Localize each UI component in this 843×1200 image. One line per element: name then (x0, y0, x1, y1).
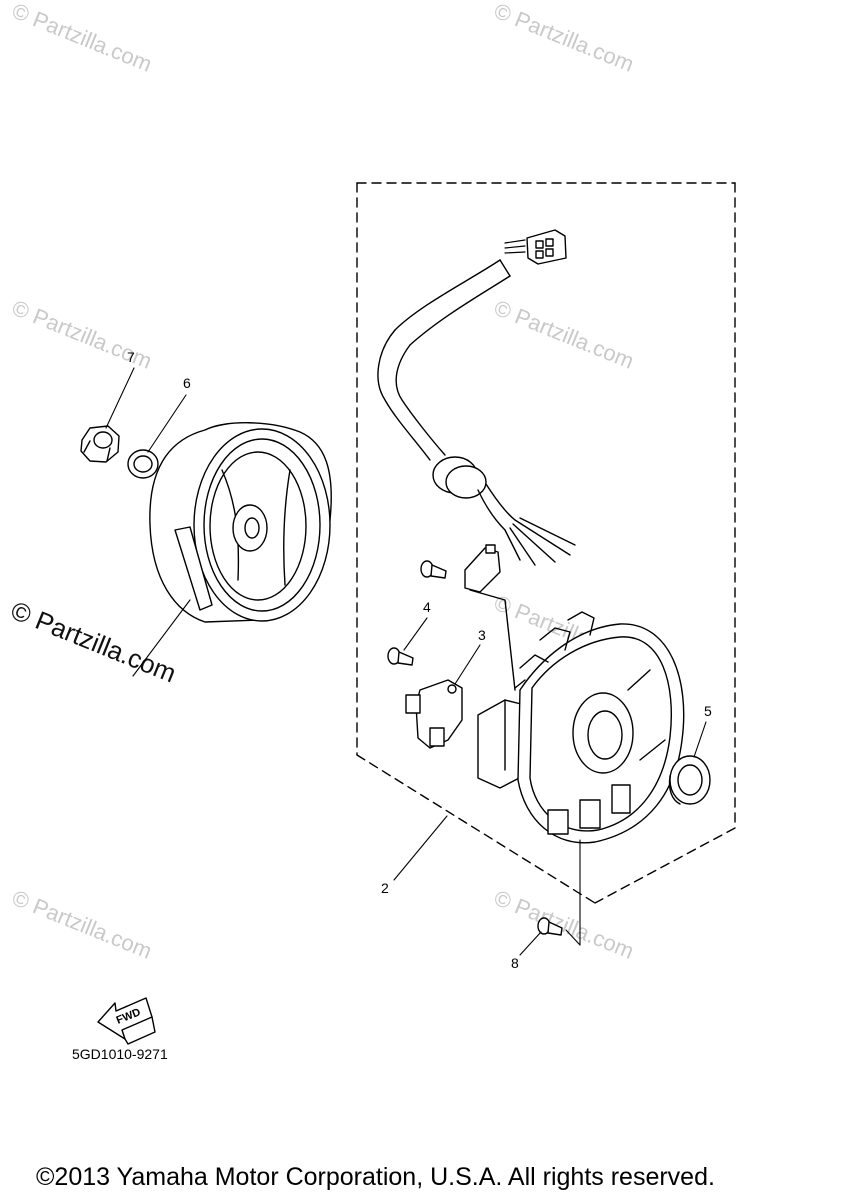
stator-part (477, 611, 685, 844)
screw-part (387, 647, 414, 666)
screw-part (537, 917, 563, 936)
screw-part (420, 560, 447, 579)
callout-7: 7 (127, 349, 135, 365)
nut-part (80, 425, 120, 463)
pickup-coil-part (405, 679, 463, 749)
leader-lines (105, 367, 707, 956)
callout-8: 8 (511, 955, 519, 971)
callout-3: 3 (478, 627, 486, 643)
diagram-code: 5GD1010-9271 (72, 1046, 168, 1062)
washer-part (127, 449, 159, 479)
callout-6: 6 (183, 375, 191, 391)
oil-seal-part (668, 755, 711, 805)
flywheel-rotor-part (149, 422, 332, 623)
assembly-boundary (356, 182, 736, 904)
callout-2: 2 (381, 880, 389, 896)
bracket-part (464, 544, 516, 691)
copyright-notice: ©2013 Yamaha Motor Corporation, U.S.A. A… (36, 1163, 715, 1191)
callout-5: 5 (704, 703, 712, 719)
wire-harness-part (377, 229, 576, 566)
fwd-arrow-icon (97, 997, 156, 1045)
callout-4: 4 (423, 599, 431, 615)
